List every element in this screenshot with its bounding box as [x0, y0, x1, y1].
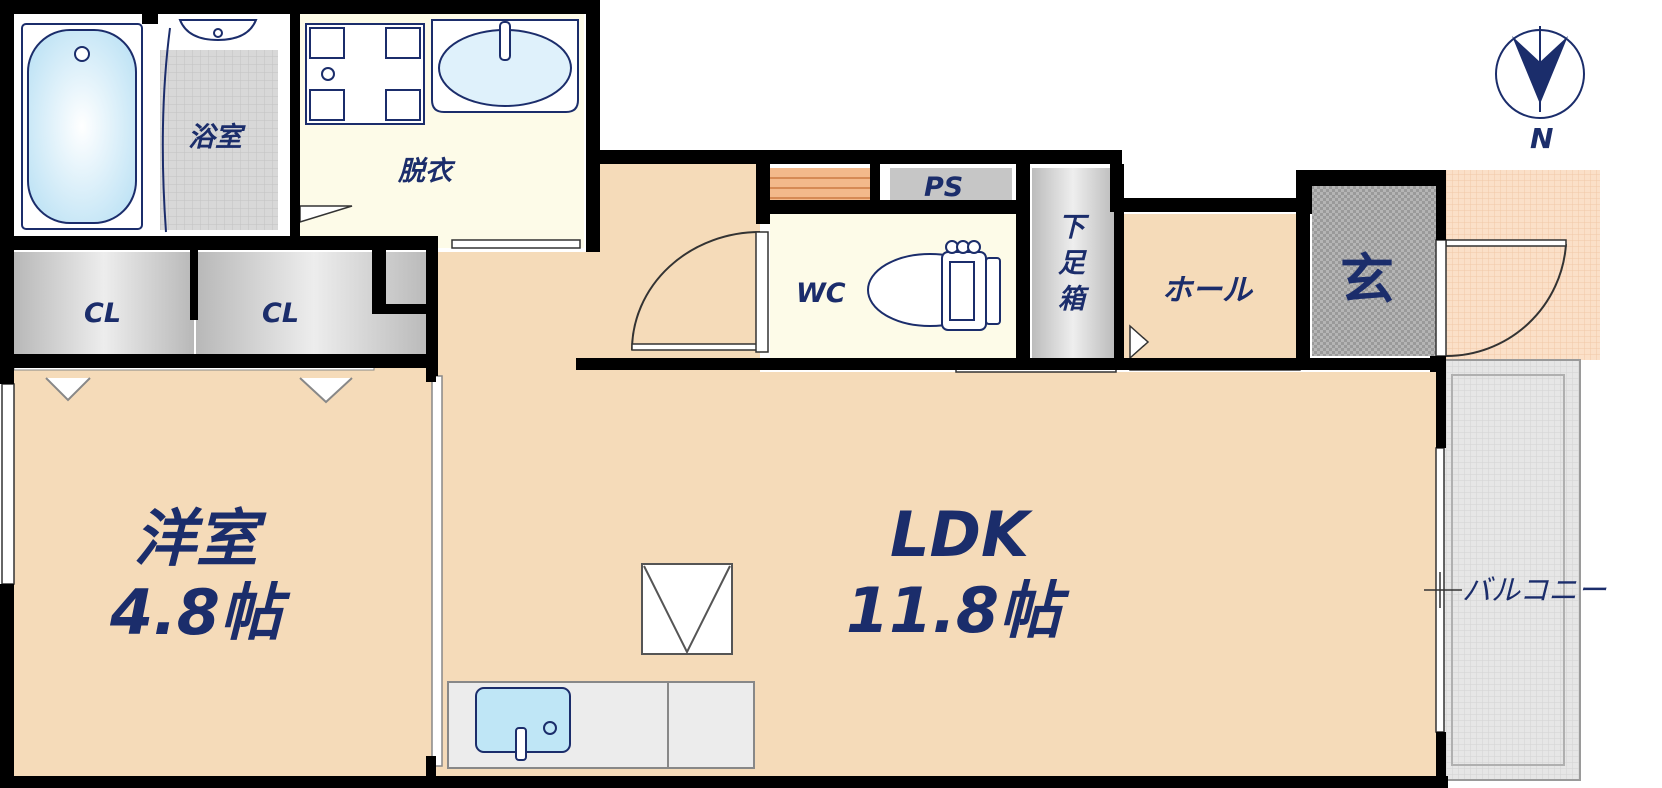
entrance-porch	[1440, 170, 1600, 360]
bedroom-label-line1: 洋室	[134, 502, 267, 575]
shoe-cabinet-label-2: 足	[1058, 248, 1088, 279]
toilet-icon	[867, 240, 1001, 331]
floors	[14, 14, 1600, 781]
entrance-label: 玄	[1340, 248, 1394, 311]
ldk-label-line1: LDK	[890, 498, 1033, 571]
shoe-cabinet-area	[1032, 168, 1114, 358]
closet-left-label: CL	[84, 298, 121, 329]
closet-left-area	[14, 252, 194, 356]
pipe-space-area	[890, 168, 1012, 200]
bath-label: 浴室	[188, 122, 246, 153]
shoe-cabinet-label-3: 箱	[1058, 284, 1090, 315]
bedroom-window	[1, 383, 15, 585]
entrance-tile	[1312, 186, 1436, 356]
north-arrow-icon	[1495, 26, 1585, 119]
dressing-label: 脱衣	[397, 156, 456, 187]
fridge-space-icon	[641, 563, 733, 655]
balcony-floor	[1439, 359, 1581, 781]
hall-label: ホール	[1162, 273, 1254, 308]
fixtures	[13, 19, 1436, 769]
shoe-cabinet-label-1: 下	[1058, 212, 1090, 243]
walls	[0, 0, 1448, 788]
corridor-door-swing	[631, 231, 761, 351]
hall-floor	[1124, 214, 1304, 360]
balcony-label: バルコニー	[1462, 573, 1607, 607]
closet-right-label: CL	[262, 298, 299, 329]
toilet-label: WC	[796, 278, 846, 309]
closet-door-right	[299, 377, 353, 404]
bedroom-floor	[14, 368, 434, 776]
pipe-space-label: PS	[924, 172, 963, 203]
bedroom-label-line2: 4.8帖	[109, 576, 291, 649]
entrance-door-swing	[1445, 243, 1567, 358]
ldk-label-line2: 11.8帖	[846, 574, 1070, 647]
closet-door-left	[45, 377, 91, 402]
compass-label: N	[1530, 122, 1553, 155]
kitchen-counter	[447, 681, 755, 769]
